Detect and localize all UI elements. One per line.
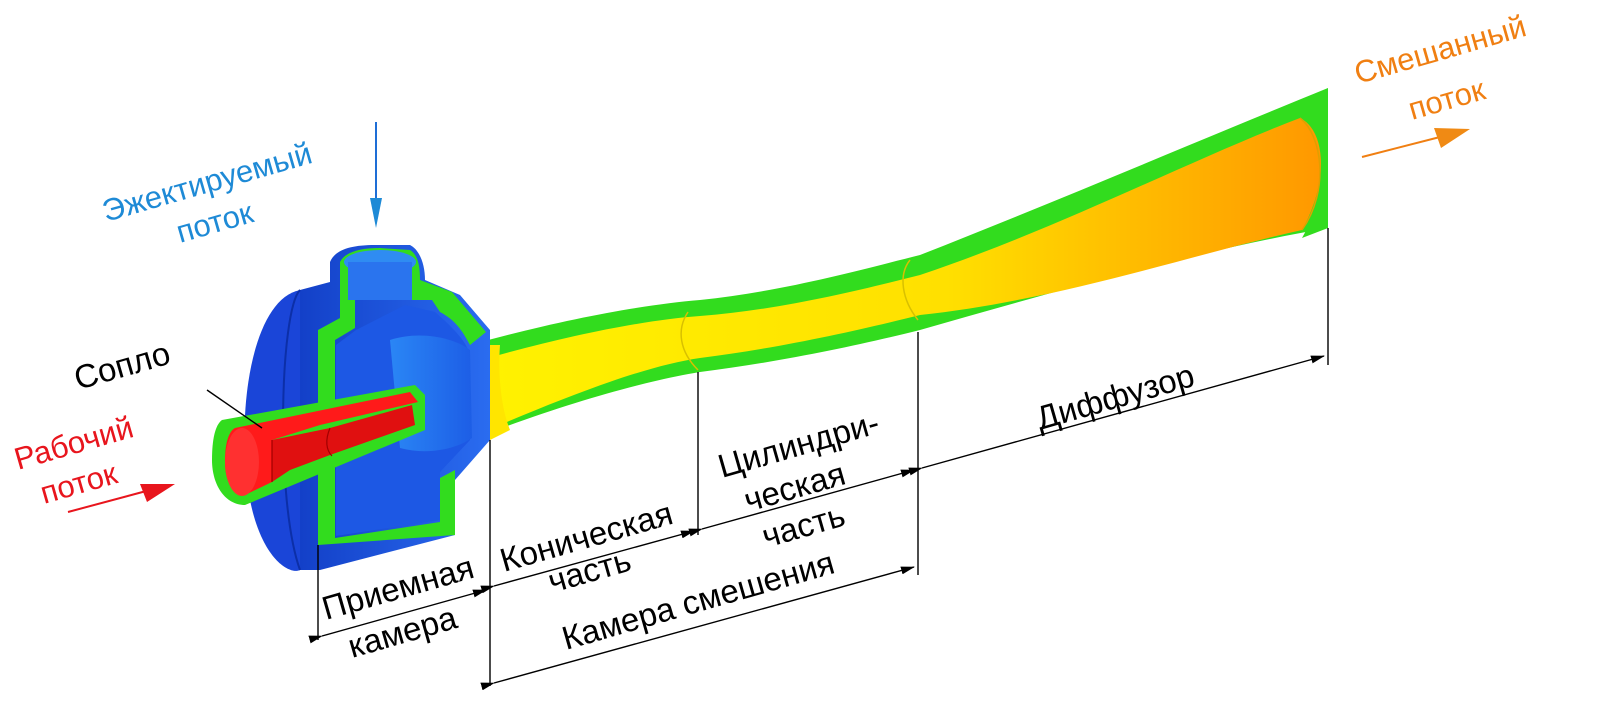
mixed-flow-arrow	[1361, 128, 1470, 158]
mixed-flow-line2: поток	[1404, 71, 1489, 126]
label-ejected-flow: Эжектируемый поток	[98, 135, 316, 249]
label-cylindrical-part: Цилиндри- ческая часть	[714, 403, 884, 554]
label-mixed-flow: Смешанный поток	[1350, 8, 1530, 126]
mixed-flow-line1: Смешанный	[1350, 8, 1530, 90]
label-diffuser: Диффузор	[1032, 356, 1199, 436]
label-nozzle: Сопло	[70, 334, 174, 397]
working-flow-arrow	[67, 484, 175, 513]
nozzle	[212, 385, 425, 505]
dimension-lines	[206, 228, 1329, 691]
label-working-flow: Рабочий поток	[10, 409, 137, 510]
mixing-tube-and-diffuser	[470, 88, 1328, 440]
ejected-flow-arrow	[370, 122, 382, 228]
label-conical-part: Коническая часть	[496, 494, 677, 600]
label-receiving-chamber: Приемная камера	[318, 548, 478, 665]
